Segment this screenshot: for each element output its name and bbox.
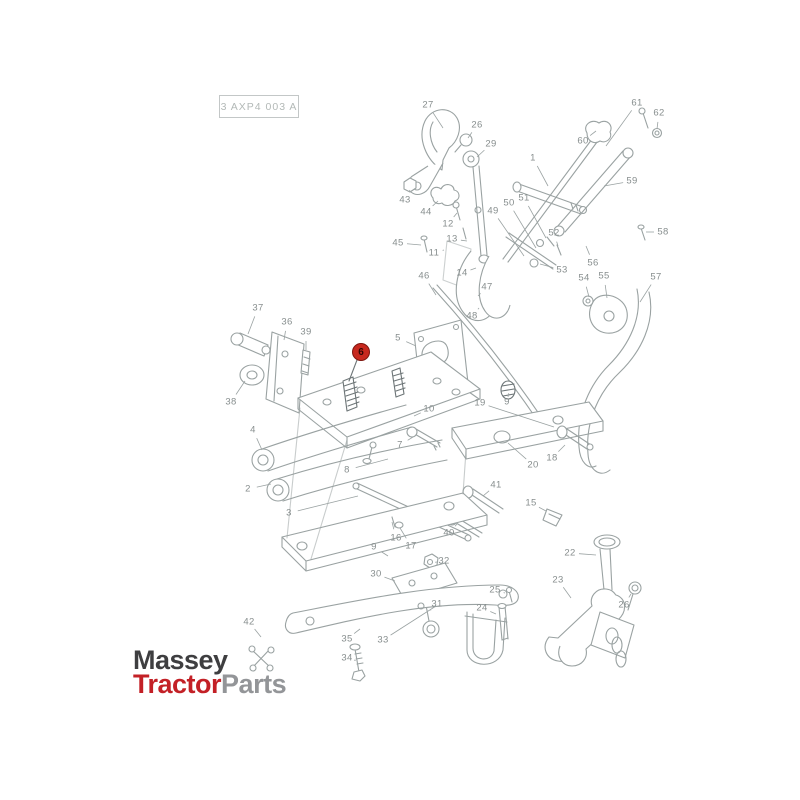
highlight-leader-line [348, 359, 358, 382]
part-number-label: 12 [442, 218, 454, 230]
part-number-label: 19 [474, 397, 486, 409]
part-number-label: 45 [392, 237, 404, 249]
part-number-label: 62 [653, 107, 665, 119]
part-number-label: 20 [527, 459, 539, 471]
part-number-label: 56 [587, 257, 599, 269]
part-number-label: 5 [395, 332, 401, 344]
part-number-label: 40 [443, 527, 455, 539]
part-number-label: 41 [490, 479, 502, 491]
part-number-label: 35 [341, 633, 353, 645]
part-number-label: 60 [577, 135, 589, 147]
adjusting-lever-assembly [403, 109, 490, 290]
part-number-label: 26 [618, 599, 630, 611]
grooved-ring [500, 380, 516, 400]
highlighted-part-badge[interactable]: 6 [352, 343, 370, 361]
part-number-label: 1 [530, 152, 536, 164]
part-number-label: 24 [476, 602, 488, 614]
part-number-label: 11 [428, 247, 440, 259]
drawing-code-box: 3 AXP4 003 A [219, 95, 299, 118]
highlighted-part-number: 6 [358, 346, 364, 358]
part-number-label: 52 [548, 227, 560, 239]
logo-tractor-text: Tractor [133, 669, 222, 699]
logo-tractorparts-text: TractorParts [133, 669, 287, 699]
part-number-label: 13 [446, 233, 458, 245]
part-number-label: 51 [518, 192, 530, 204]
clevis-assembly [464, 534, 642, 668]
drawing-code-text: 3 AXP4 003 A [220, 100, 298, 113]
part-number-label: 10 [423, 403, 435, 415]
part-number-label: 32 [438, 555, 450, 567]
part-number-label: 27 [422, 99, 434, 111]
part-number-label: 30 [370, 568, 382, 580]
part-number-label: 37 [252, 302, 264, 314]
part-number-label: 4 [250, 424, 256, 436]
left-bracket-parts [230, 331, 311, 414]
part-number-label: 26 [471, 119, 483, 131]
logo-massey-text: Massey [133, 645, 228, 675]
part-number-label: 3 [286, 507, 292, 519]
part-number-label: 36 [281, 316, 293, 328]
part-number-label: 8 [344, 464, 350, 476]
callout-leader-lines [235, 110, 659, 661]
part-number-label: 59 [626, 175, 638, 187]
right-link-arms [432, 232, 652, 474]
drawbar-parts [248, 553, 519, 682]
part-number-label: 38 [225, 396, 237, 408]
part-number-label: 17 [405, 540, 417, 552]
part-number-label: 49 [487, 205, 499, 217]
part-number-label: 16 [390, 532, 402, 544]
part-number-label: 53 [556, 264, 568, 276]
logo-parts-text: Parts [221, 669, 287, 699]
part-number-label: 18 [546, 452, 558, 464]
part-number-label: 46 [418, 270, 430, 282]
part-number-label: 25 [489, 584, 501, 596]
brand-logo: Massey TractorParts [133, 645, 287, 699]
part-number-label: 54 [578, 272, 590, 284]
part-number-label: 9 [504, 396, 510, 408]
spring-clip [248, 645, 275, 672]
coil-spring [391, 367, 406, 398]
part-number-label: 9 [371, 541, 377, 553]
part-number-label: 43 [399, 194, 411, 206]
top-linkage-cluster [502, 107, 663, 263]
part-number-label: 42 [243, 616, 255, 628]
part-number-label: 34 [341, 652, 353, 664]
part-number-label: 39 [300, 326, 312, 338]
part-number-label: 2 [245, 483, 251, 495]
center-frame [251, 319, 604, 572]
part-number-label: 44 [420, 206, 432, 218]
part-number-label: 61 [631, 97, 643, 109]
part-number-label: 22 [564, 547, 576, 559]
part-number-label: 14 [456, 267, 468, 279]
part-number-label: 23 [552, 574, 564, 586]
part-number-label: 47 [481, 281, 493, 293]
part-number-label: 31 [431, 598, 443, 610]
part-number-label: 7 [397, 439, 403, 451]
part-number-label: 57 [650, 271, 662, 283]
part-number-label: 15 [525, 497, 537, 509]
part-number-label: 50 [503, 197, 515, 209]
part-number-label: 55 [598, 270, 610, 282]
part-number-label: 48 [466, 310, 478, 322]
part-number-label: 33 [377, 634, 389, 646]
part-number-label: 29 [485, 138, 497, 150]
part-number-label: 58 [657, 226, 669, 238]
